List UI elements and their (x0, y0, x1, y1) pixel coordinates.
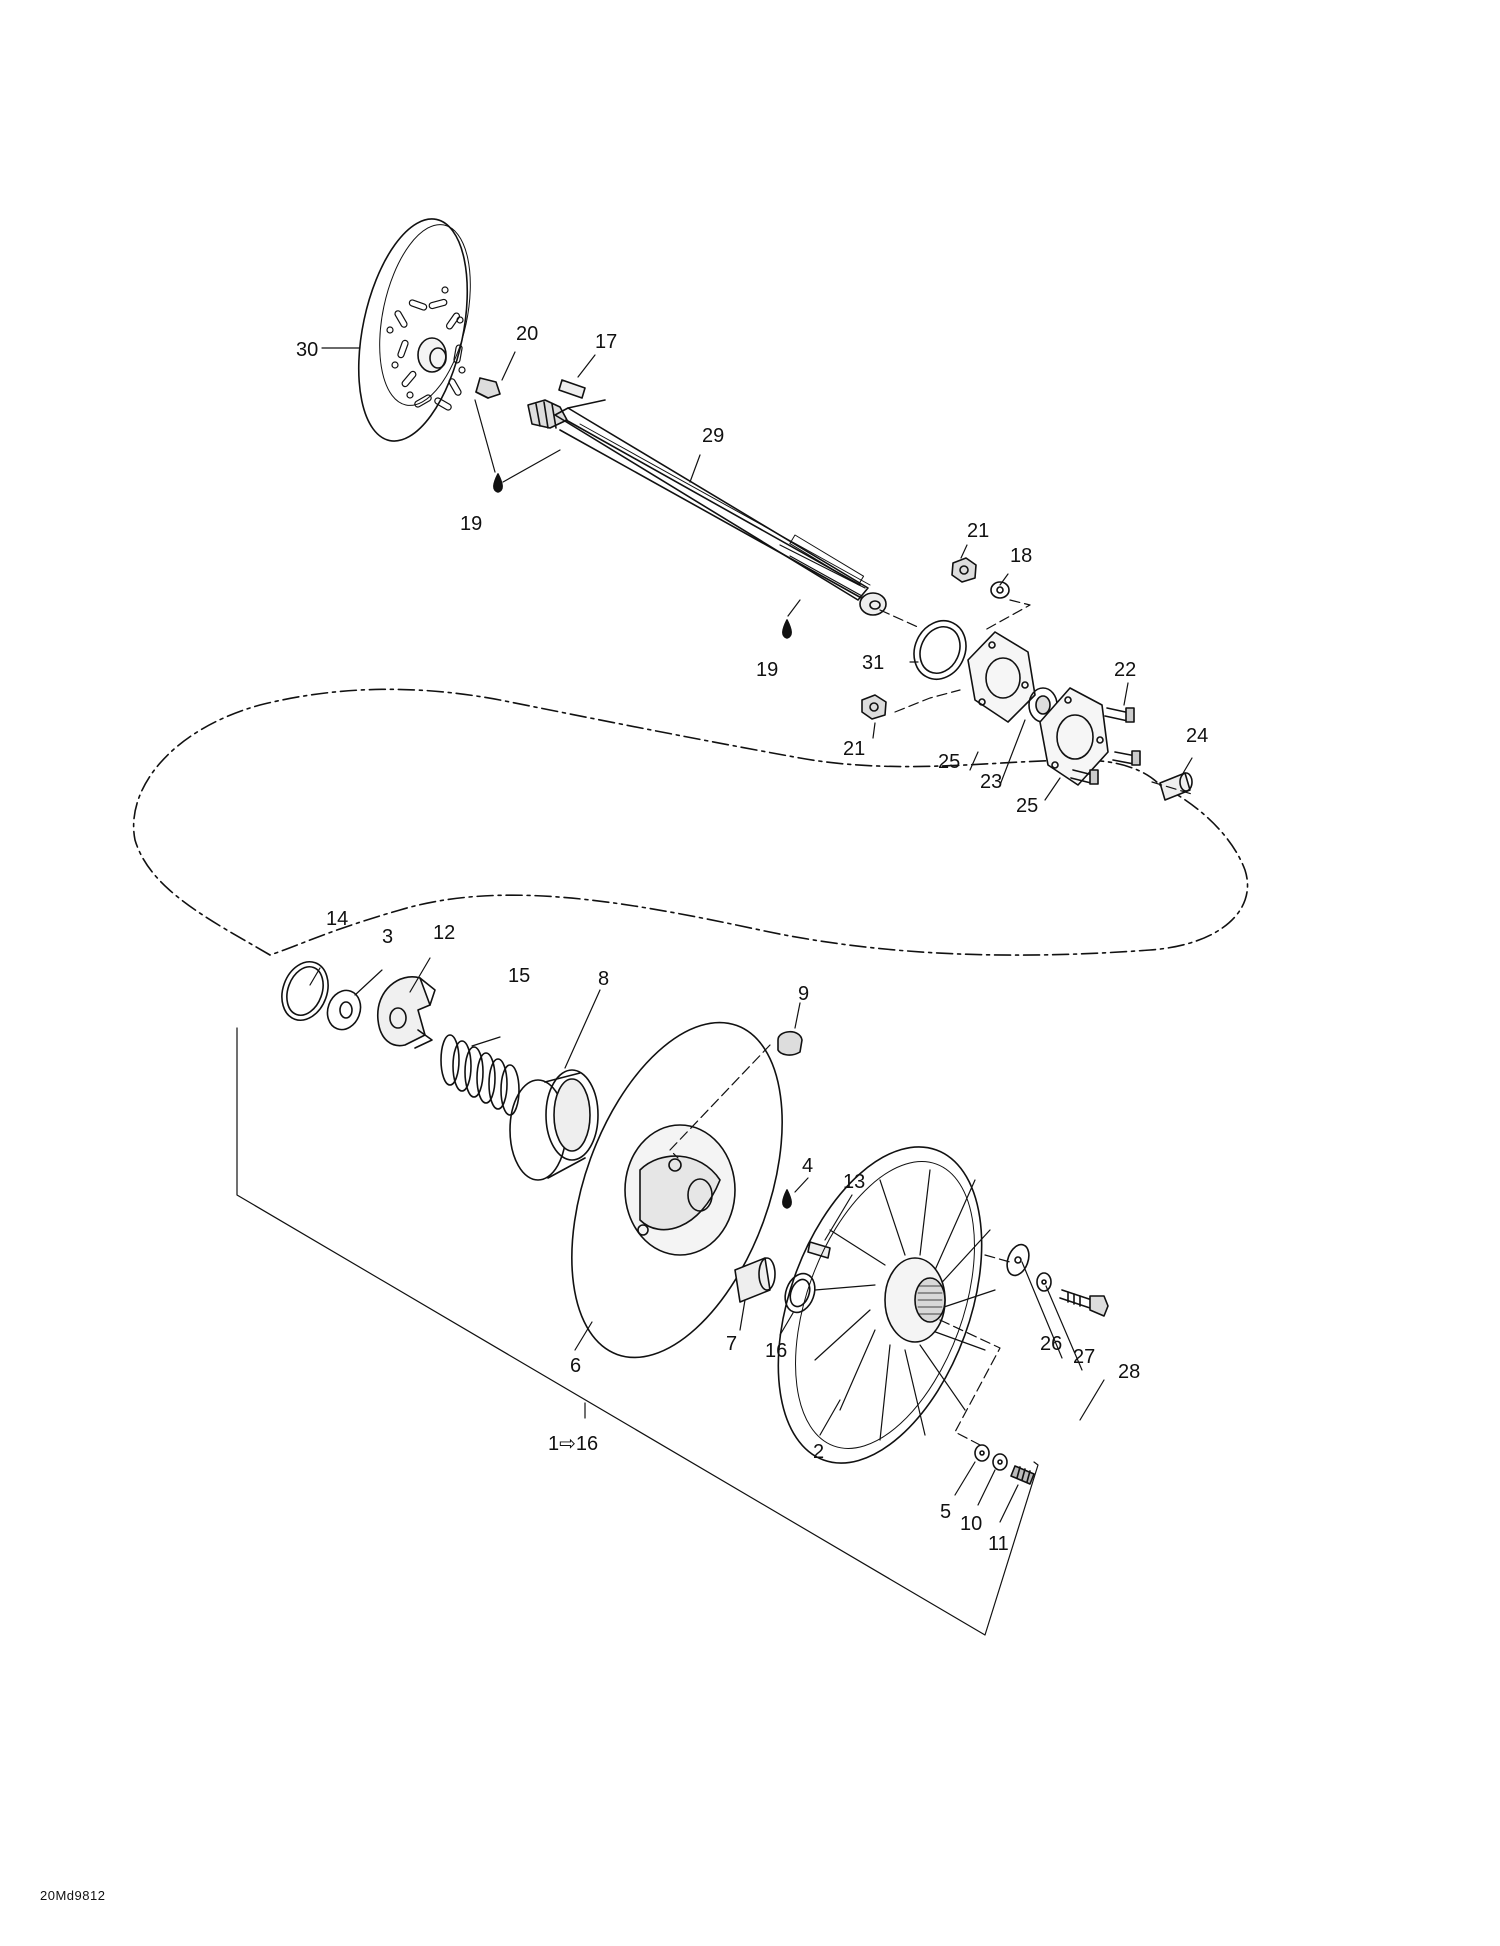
callout-25-left: 25 (938, 751, 960, 773)
lubricant-drop-19a (493, 473, 503, 493)
nut-21-upper (951, 557, 977, 583)
drawing-reference-code: 20Md9812 (40, 1888, 106, 1903)
callout-5: 5 (940, 1501, 951, 1523)
assembly-bracket (236, 1027, 1039, 1636)
cup-8 (509, 1069, 599, 1181)
callout-26: 26 (1040, 1333, 1062, 1355)
callout-6: 6 (570, 1355, 581, 1377)
callout-29: 29 (702, 425, 724, 447)
callout-9: 9 (798, 983, 809, 1005)
callout-3: 3 (382, 926, 393, 948)
fixed-sheave-disc (357, 218, 471, 442)
callout-22: 22 (1114, 659, 1136, 681)
set-screw-20 (475, 377, 501, 399)
leader-lines (309, 347, 1193, 1523)
cam-12 (377, 976, 436, 1049)
washer-26 (1006, 1243, 1030, 1277)
slider-9 (777, 1030, 803, 1056)
callout-15: 15 (508, 965, 530, 987)
callout-7: 7 (726, 1333, 737, 1355)
callout-20: 20 (516, 323, 538, 345)
callout-19-lower: 19 (756, 659, 778, 681)
callout-10: 10 (960, 1513, 982, 1535)
washer-10 (992, 1453, 1008, 1471)
belt-outline (132, 688, 1249, 956)
circlip-14 (281, 961, 329, 1021)
callout-12: 12 (433, 922, 455, 944)
callout-19-upper: 19 (460, 513, 482, 535)
bushing-7 (734, 1257, 776, 1303)
callout-14: 14 (326, 908, 348, 930)
key-17 (558, 379, 586, 399)
callout-24: 24 (1186, 725, 1208, 747)
washer-16 (784, 1272, 816, 1314)
callout-30: 30 (296, 339, 318, 361)
screw-11 (1010, 1465, 1035, 1485)
callout-25-right: 25 (1016, 795, 1038, 817)
callout-11: 11 (988, 1533, 1009, 1555)
dashed-alignment-lines (669, 599, 1196, 1447)
driven-shaft (527, 399, 887, 616)
bearing-flange-25-left (967, 631, 1036, 723)
callout-21-lower: 21 (843, 738, 865, 760)
callout-16: 16 (765, 1340, 787, 1362)
key-13 (807, 1241, 831, 1259)
lubricant-drop-19b (782, 619, 792, 639)
callout-4: 4 (802, 1155, 813, 1177)
sliding-sheave-6 (571, 1021, 783, 1359)
ring-31 (913, 620, 967, 680)
callout-2: 2 (813, 1441, 824, 1463)
callout-18: 18 (1010, 545, 1032, 567)
callout-assembly-1-16: 1⇨16 (548, 1433, 598, 1455)
callout-labels: 30 20 17 29 19 21 18 19 31 22 24 21 25 2… (296, 323, 1208, 1555)
bolt-28 (1059, 1289, 1109, 1317)
callout-13: 13 (843, 1171, 865, 1193)
bearing-flange-25-right (1039, 687, 1109, 786)
callout-28: 28 (1118, 1361, 1140, 1383)
bolt-22 (1070, 707, 1141, 785)
callout-23: 23 (980, 771, 1002, 793)
callout-8: 8 (598, 968, 609, 990)
nut-21-lower (861, 694, 887, 720)
washer-5 (974, 1444, 990, 1462)
washer-3 (326, 989, 362, 1031)
spacer-24 (1159, 772, 1193, 801)
washer-18 (990, 581, 1010, 599)
spring-15 (440, 1034, 520, 1116)
fixed-sheave-2 (777, 1146, 996, 1464)
callout-31: 31 (862, 652, 884, 674)
callout-27: 27 (1073, 1346, 1095, 1368)
callout-21-upper: 21 (967, 520, 989, 542)
washer-27 (1036, 1272, 1052, 1292)
callout-17: 17 (595, 331, 617, 353)
lubricant-drop-4 (782, 1189, 792, 1209)
